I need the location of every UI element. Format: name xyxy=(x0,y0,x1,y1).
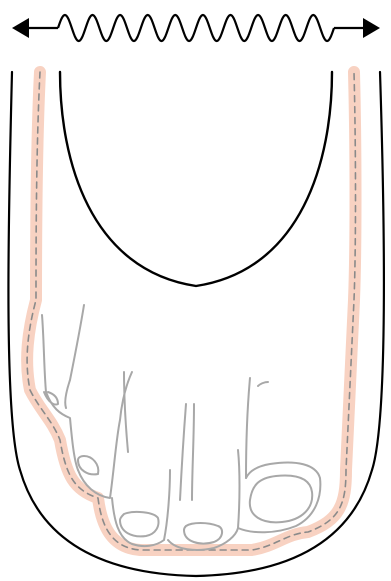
pinky-toe-back xyxy=(65,305,84,408)
second-toe-line-b xyxy=(192,404,194,500)
second-toe xyxy=(168,450,240,550)
shoe-throat-opening xyxy=(60,72,332,286)
sine-wave-icon xyxy=(58,15,334,41)
shoe-lining xyxy=(27,72,355,550)
middle-toe xyxy=(112,470,170,546)
middle-toenail xyxy=(120,512,159,536)
toes xyxy=(42,305,320,550)
arrow-left-icon xyxy=(12,18,29,38)
arrow-right-icon xyxy=(363,18,380,38)
stretch-indicator xyxy=(12,15,380,41)
fourth-toenail xyxy=(78,456,98,474)
second-toenail xyxy=(184,523,222,544)
big-toe-line-b xyxy=(258,382,268,386)
shoe-outer-outline xyxy=(8,72,384,576)
big-toe-line xyxy=(246,378,250,478)
second-toe-line xyxy=(180,404,186,500)
big-toenail xyxy=(250,476,312,523)
